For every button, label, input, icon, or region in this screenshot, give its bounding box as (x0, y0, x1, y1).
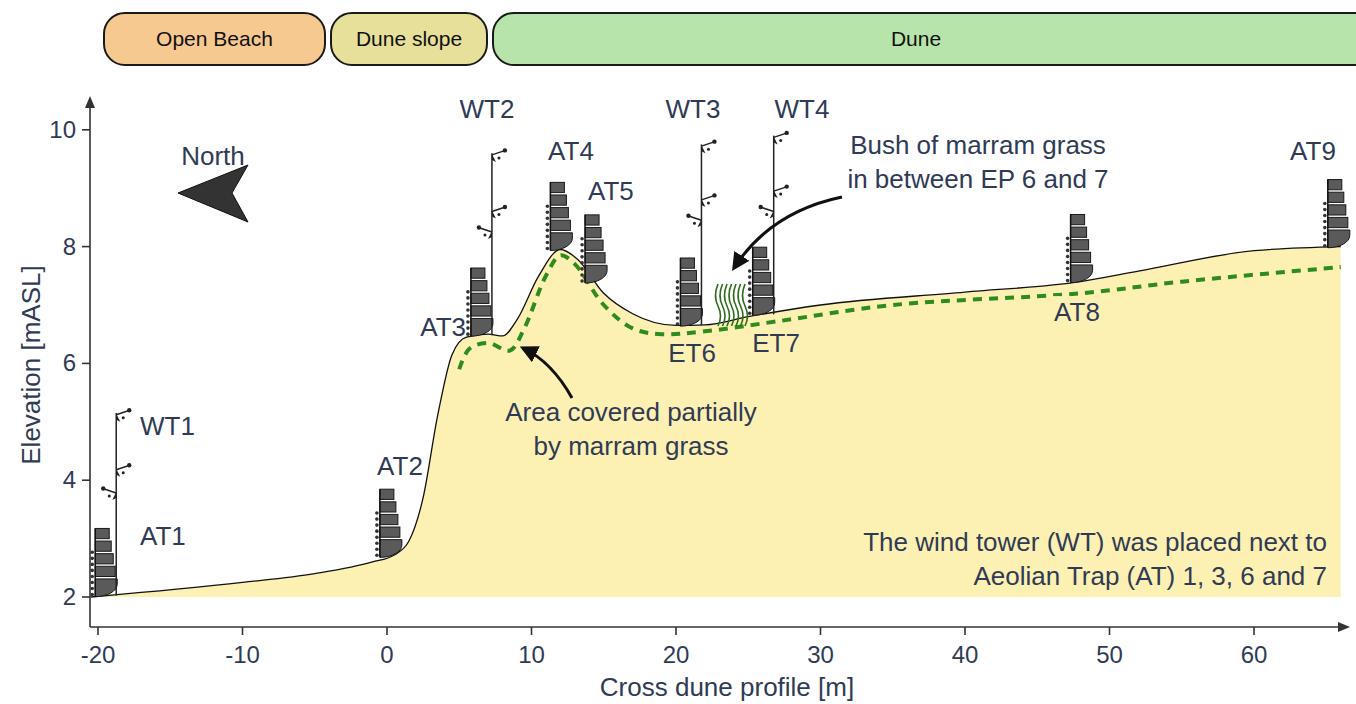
axis-title: Elevation [mASL] (15, 265, 49, 464)
tick-label: 60 (1241, 639, 1268, 670)
site-note: The wind tower (WT) was placed next to A… (827, 526, 1327, 594)
tick-label: 30 (807, 639, 834, 670)
aeolian-trap (676, 258, 703, 326)
tower-label: WT2 (460, 93, 515, 127)
trap-label: ET7 (749, 327, 803, 361)
direction-label: North (181, 140, 245, 174)
axis-arrow (1338, 622, 1350, 632)
tick-label: 50 (1096, 639, 1123, 670)
tick-label: -10 (225, 639, 260, 670)
sand-body (91, 247, 1341, 597)
zone-band: Open Beach (103, 12, 326, 66)
aeolian-trap (466, 268, 493, 336)
north-arrow (178, 165, 248, 222)
wind-tower (477, 148, 507, 335)
tick-label: 4 (63, 465, 76, 496)
aeolian-trap (90, 528, 117, 596)
surface-line (91, 247, 1341, 597)
aeolian-trap (580, 215, 607, 283)
aeolian-trap (546, 182, 573, 250)
trap-label: AT2 (377, 450, 423, 484)
tick-label: 6 (63, 348, 76, 379)
axis-title: Cross dune profile [m] (600, 671, 854, 704)
callout-note: Area covered partially by marram grass (496, 396, 766, 464)
trap-label: ET6 (665, 337, 719, 371)
aeolian-trap (375, 489, 402, 557)
trap-label: AT4 (548, 135, 594, 169)
trap-label: AT9 (1290, 135, 1336, 169)
callout-arrow (523, 348, 572, 398)
vegetation-line (459, 255, 1340, 369)
trap-label: AT5 (588, 175, 634, 209)
aeolian-trap (1066, 214, 1093, 282)
axis-arrow (85, 96, 95, 108)
tick-label: 10 (49, 114, 76, 145)
aeolian-trap (748, 247, 775, 315)
marram-bush (716, 284, 748, 326)
zone-label: Open Beach (156, 27, 273, 51)
zone-band: Dune slope (330, 12, 488, 66)
tick-label: -20 (81, 639, 116, 670)
wind-tower (686, 139, 716, 325)
callout-arrow (734, 197, 842, 268)
tower-label: WT3 (666, 93, 721, 127)
wind-tower (759, 131, 789, 315)
tick-label: 40 (952, 639, 979, 670)
zone-label: Dune slope (356, 27, 462, 51)
callout-note: Bush of marram grass in between EP 6 and… (841, 129, 1115, 197)
trap-label: AT1 (140, 520, 186, 554)
tick-label: 2 (63, 581, 76, 612)
trap-label: AT3 (420, 311, 466, 345)
wind-tower (101, 408, 131, 596)
tower-label: WT4 (775, 93, 830, 127)
tick-label: 0 (380, 639, 393, 670)
tower-label: WT1 (140, 410, 195, 444)
tick-label: 10 (518, 639, 545, 670)
tick-label: 20 (663, 639, 690, 670)
aeolian-trap (1323, 180, 1350, 248)
zone-label: Dune (891, 27, 941, 51)
zone-band: Dune (492, 12, 1356, 66)
trap-label: AT8 (1051, 296, 1103, 330)
axes (82, 104, 1342, 635)
tick-label: 8 (63, 231, 76, 262)
